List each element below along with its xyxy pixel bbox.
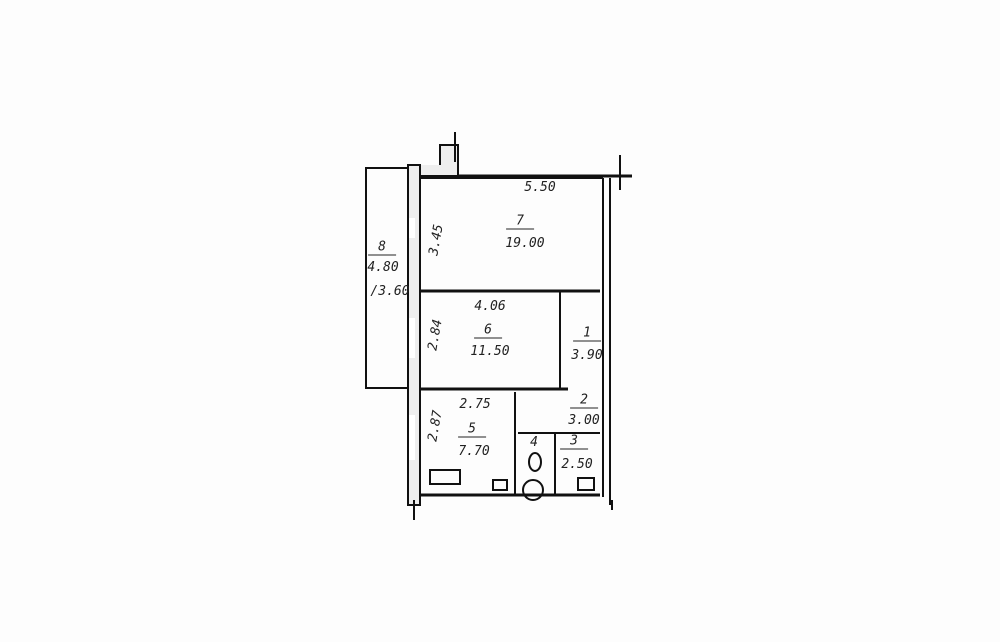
room-3-area: 2.50 bbox=[561, 457, 593, 472]
room-6-number: 6 bbox=[474, 323, 502, 339]
room-7-number: 7 bbox=[506, 214, 534, 230]
room-8-extra: /3.60 bbox=[370, 284, 410, 299]
room-8-area: 4.80 bbox=[367, 260, 399, 275]
room-2-area: 3.00 bbox=[568, 413, 600, 428]
room-8-number: 8 bbox=[368, 240, 396, 256]
room-1-number: 1 bbox=[573, 326, 601, 342]
room-1-area: 3.90 bbox=[571, 348, 603, 363]
dim-top: 5.50 bbox=[524, 180, 556, 195]
dim-room6-top: 4.06 bbox=[474, 299, 506, 314]
room-7-area: 19.00 bbox=[505, 236, 545, 251]
washbasin-icon bbox=[577, 477, 595, 491]
toilet-icon bbox=[528, 452, 542, 472]
room-5-number: 5 bbox=[458, 422, 486, 438]
stove-icon bbox=[429, 469, 461, 485]
riser-symbol bbox=[522, 479, 544, 501]
room-6-area: 11.50 bbox=[470, 344, 510, 359]
dim-room5-top: 2.75 bbox=[459, 397, 491, 412]
room-3-number: 3 bbox=[560, 434, 588, 450]
wall-pillar bbox=[419, 144, 459, 177]
room-4-number: 4 bbox=[530, 435, 538, 450]
room-2-number: 2 bbox=[570, 393, 598, 409]
balcony-outline bbox=[365, 167, 413, 389]
sink-icon bbox=[492, 479, 508, 491]
room-5-area: 7.70 bbox=[458, 444, 490, 459]
